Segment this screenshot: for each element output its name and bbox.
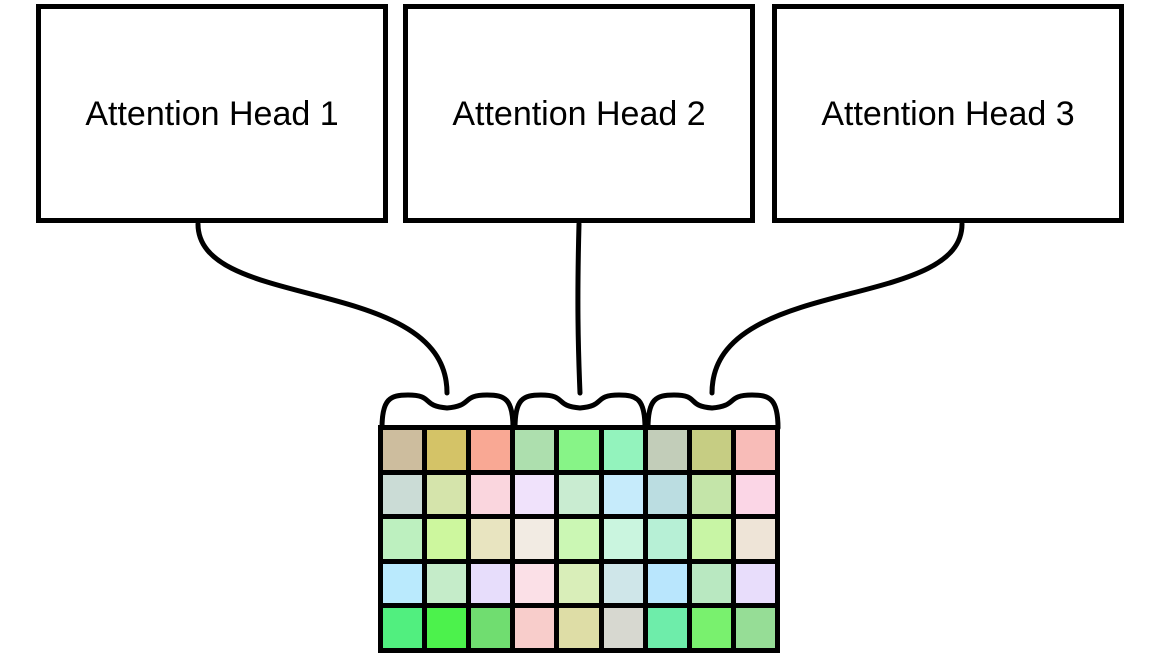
grid-cell-r2-c8[interactable] bbox=[691, 474, 731, 515]
head-1-connector bbox=[195, 221, 450, 396]
grid-cell-r4-c8[interactable] bbox=[691, 563, 731, 604]
attention-head-3-box[interactable]: Attention Head 3 bbox=[772, 4, 1124, 223]
brace-group-2 bbox=[512, 392, 648, 431]
attention-output-grid[interactable] bbox=[378, 425, 780, 653]
grid-cell-r1-c3[interactable] bbox=[471, 430, 511, 470]
grid-cell-r5-c1[interactable] bbox=[383, 608, 423, 648]
head-2-connector bbox=[575, 221, 583, 396]
grid-cell-r4-c3[interactable] bbox=[471, 563, 511, 604]
head-3-connector bbox=[709, 221, 965, 396]
grid-cell-r1-c5[interactable] bbox=[559, 430, 599, 470]
grid-cell-r4-c7[interactable] bbox=[647, 563, 687, 604]
grid-cell-r4-c2[interactable] bbox=[427, 563, 467, 604]
brace-group-3 bbox=[645, 392, 781, 431]
grid-cell-r1-c2[interactable] bbox=[427, 430, 467, 470]
grid-cell-r3-c8[interactable] bbox=[691, 519, 731, 559]
grid-cell-r3-c2[interactable] bbox=[427, 519, 467, 559]
attention-head-1-label: Attention Head 1 bbox=[85, 94, 339, 133]
grid-cell-r2-c3[interactable] bbox=[471, 474, 511, 515]
grid-cell-r2-c6[interactable] bbox=[603, 474, 643, 515]
grid-cell-r1-c6[interactable] bbox=[603, 430, 643, 470]
grid-cell-r4-c9[interactable] bbox=[735, 563, 775, 604]
grid-cell-r2-c5[interactable] bbox=[559, 474, 599, 515]
group-braces bbox=[379, 392, 781, 431]
grid-cell-r2-c1[interactable] bbox=[383, 474, 423, 515]
attention-head-2-label: Attention Head 2 bbox=[452, 94, 706, 133]
grid-cell-r1-c9[interactable] bbox=[735, 430, 775, 470]
grid-cell-r3-c4[interactable] bbox=[515, 519, 555, 559]
grid-cell-r4-c4[interactable] bbox=[515, 563, 555, 604]
attention-head-3-label: Attention Head 3 bbox=[821, 94, 1075, 133]
grid-cell-r3-c9[interactable] bbox=[735, 519, 775, 559]
connector-curves bbox=[195, 221, 965, 396]
attention-head-1-box[interactable]: Attention Head 1 bbox=[36, 4, 388, 223]
grid-cell-r3-c3[interactable] bbox=[471, 519, 511, 559]
grid-cell-r4-c5[interactable] bbox=[559, 563, 599, 604]
grid-cell-r1-c4[interactable] bbox=[515, 430, 555, 470]
grid-cell-r5-c2[interactable] bbox=[427, 608, 467, 648]
grid-cell-r2-c7[interactable] bbox=[647, 474, 687, 515]
grid-cell-r3-c6[interactable] bbox=[603, 519, 643, 559]
grid-cell-r1-c8[interactable] bbox=[691, 430, 731, 470]
grid-cell-r4-c6[interactable] bbox=[603, 563, 643, 604]
brace-group-1 bbox=[379, 392, 516, 431]
grid-cell-r1-c7[interactable] bbox=[647, 430, 687, 470]
grid-cell-r2-c2[interactable] bbox=[427, 474, 467, 515]
attention-head-2-box[interactable]: Attention Head 2 bbox=[403, 4, 755, 223]
grid-cell-r3-c1[interactable] bbox=[383, 519, 423, 559]
grid-cell-r4-c1[interactable] bbox=[383, 563, 423, 604]
grid-cell-r2-c4[interactable] bbox=[515, 474, 555, 515]
grid-cell-r3-c5[interactable] bbox=[559, 519, 599, 559]
grid-cell-r5-c6[interactable] bbox=[603, 608, 643, 648]
grid-cell-r2-c9[interactable] bbox=[735, 474, 775, 515]
grid-cell-r5-c3[interactable] bbox=[471, 608, 511, 648]
grid-cell-r5-c7[interactable] bbox=[647, 608, 687, 648]
grid-cell-r5-c9[interactable] bbox=[735, 608, 775, 648]
grid-cell-r3-c7[interactable] bbox=[647, 519, 687, 559]
grid-cell-r5-c8[interactable] bbox=[691, 608, 731, 648]
grid-cell-r5-c5[interactable] bbox=[559, 608, 599, 648]
grid-cell-r5-c4[interactable] bbox=[515, 608, 555, 648]
grid-cell-r1-c1[interactable] bbox=[383, 430, 423, 470]
